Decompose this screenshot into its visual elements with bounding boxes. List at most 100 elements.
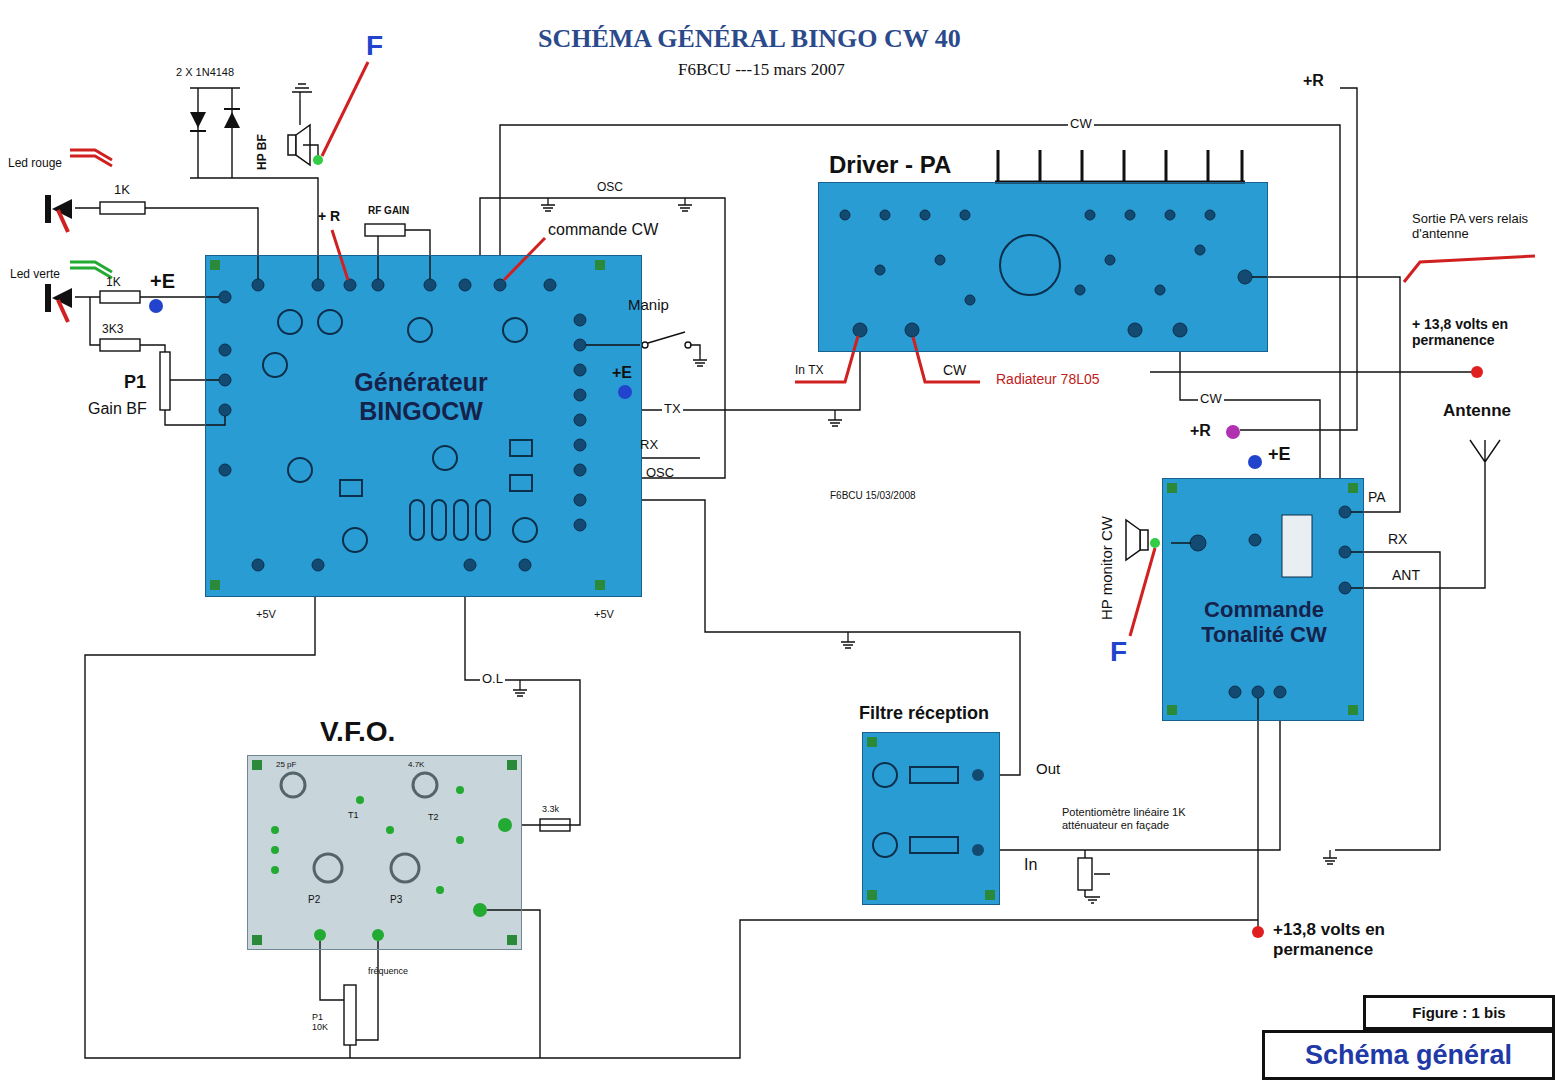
schematic-label: OSC (597, 181, 623, 195)
circuit-board: Commande Tonalité CW (1162, 478, 1364, 721)
schematic-label: Potentiomètre linéaire 1K atténuateur en… (1062, 806, 1227, 831)
transistor-outlines (263, 310, 537, 552)
diodes (190, 108, 240, 132)
circuit-board: Figure : 1 bis (1363, 995, 1555, 1030)
terminal-dot (1252, 926, 1264, 938)
schematic-label: + R (318, 208, 340, 224)
pads (271, 786, 512, 941)
schematic-label: 1K (106, 276, 121, 290)
schematic-label: 2 X 1N4148 (176, 66, 234, 79)
transistor-outline (1000, 235, 1060, 295)
terminal-dot (1471, 366, 1483, 378)
circuit-board: V.F.O. (247, 755, 522, 950)
wire-label: O.L (480, 672, 505, 687)
ground-symbols (292, 84, 1337, 903)
circuit-board: Schéma général (1262, 1030, 1555, 1080)
board-title: Filtre réception (859, 703, 989, 724)
circuit-board: Générateur BINGOCW (205, 255, 642, 597)
schematic-label: Led rouge (8, 157, 62, 171)
schematic-label: HP BF (256, 134, 270, 170)
board-title: Commande Tonalité CW (1179, 597, 1349, 648)
wires (75, 88, 1500, 1058)
schematic-label: Radiateur 78L05 (996, 371, 1100, 387)
wire-connector (465, 597, 580, 825)
schematic-label: RX (640, 438, 658, 453)
pads (219, 279, 586, 571)
schematic-label: P3 (390, 894, 402, 906)
diagram-title: SCHÉMA GÉNÉRAL BINGO CW 40 (538, 24, 961, 54)
pads (840, 210, 1252, 337)
callout-lines (322, 62, 1535, 636)
schematic-label: 3.3k (542, 804, 559, 814)
board-title: V.F.O. (320, 716, 395, 748)
wire-label: CW (1068, 117, 1094, 132)
circuit-board: Filtre réception (862, 732, 1000, 905)
schematic-label: F6BCU ---15 mars 2007 (678, 60, 845, 80)
schematic-label: Antenne (1443, 401, 1511, 421)
circuit-board: Driver - PA (818, 182, 1268, 352)
wire-label: TX (662, 402, 683, 417)
schematic-label: P2 (308, 894, 320, 906)
schematic-label: 4.7K (408, 760, 424, 769)
led-light (70, 150, 112, 166)
schematic-label: fréquence (368, 966, 408, 976)
schematic-label: + 13,8 volts en permanence (1412, 316, 1532, 348)
speakers (288, 125, 1148, 560)
corner-pads (210, 260, 1358, 945)
switch (642, 332, 691, 348)
schematic-label: F (366, 30, 383, 62)
schematic-label: F (1110, 636, 1127, 668)
schematic-label: Gain BF (88, 400, 147, 418)
schematic-label: OSC (646, 466, 674, 481)
wire-connector (1000, 721, 1280, 850)
schematic-label: T2 (428, 812, 439, 822)
terminal-dot (1226, 425, 1240, 439)
wire-label: CW (1198, 392, 1224, 407)
heatsink (995, 150, 1245, 182)
schematic-label: +E (612, 364, 632, 382)
board-fill (862, 732, 1000, 905)
wire-connector (1180, 352, 1320, 478)
wire-connector (642, 500, 1020, 775)
schematic-label: F6BCU 15/03/2008 (830, 490, 916, 502)
board-title: Schéma général (1265, 1040, 1552, 1071)
board-fill (247, 755, 522, 950)
schematic-label: ANT (1392, 567, 1420, 583)
led-light (70, 262, 112, 278)
resistors (100, 202, 1092, 1045)
filter-parts (873, 763, 984, 857)
schematic-label: PA (1368, 489, 1386, 505)
board-fill (818, 182, 1268, 352)
schematic-label: Manip (628, 296, 669, 313)
schematic-label: T1 (348, 810, 359, 820)
schematic-label: commande CW (548, 221, 658, 239)
terminal-dot (149, 299, 163, 313)
schematic-label: In (1024, 856, 1037, 874)
schematic-label: Out (1036, 760, 1060, 777)
schematic-label: In TX (795, 364, 823, 378)
schematic-label: 1K (114, 183, 130, 198)
schematic-label: Led verte (10, 268, 60, 282)
board-title: Générateur BINGOCW (326, 368, 516, 426)
board-title: Figure : 1 bis (1366, 1004, 1552, 1021)
board-title: Driver - PA (829, 151, 951, 179)
schematic-label: P1 10K (312, 1012, 340, 1033)
schematic-label: HP monitor CW (1098, 516, 1115, 620)
schematic-label: RF GAIN (368, 205, 409, 217)
terminal-dot (1150, 538, 1160, 548)
schematic-label: 25 pF (276, 760, 296, 769)
schematic-label: 3K3 (102, 323, 123, 337)
schematic-label: CW (943, 362, 966, 378)
schematic-label: +R (1303, 72, 1324, 90)
schematic-label: P1 (124, 372, 146, 393)
schematic-label: +5V (594, 608, 614, 621)
schematic-label: +13,8 volts en permanence (1273, 920, 1408, 959)
schematic-label: +R (1190, 422, 1211, 440)
board-fill (205, 255, 642, 597)
schematic-label: RX (1388, 531, 1407, 547)
schematic-label: +E (1268, 444, 1291, 465)
schematic-label: +5V (256, 608, 276, 621)
